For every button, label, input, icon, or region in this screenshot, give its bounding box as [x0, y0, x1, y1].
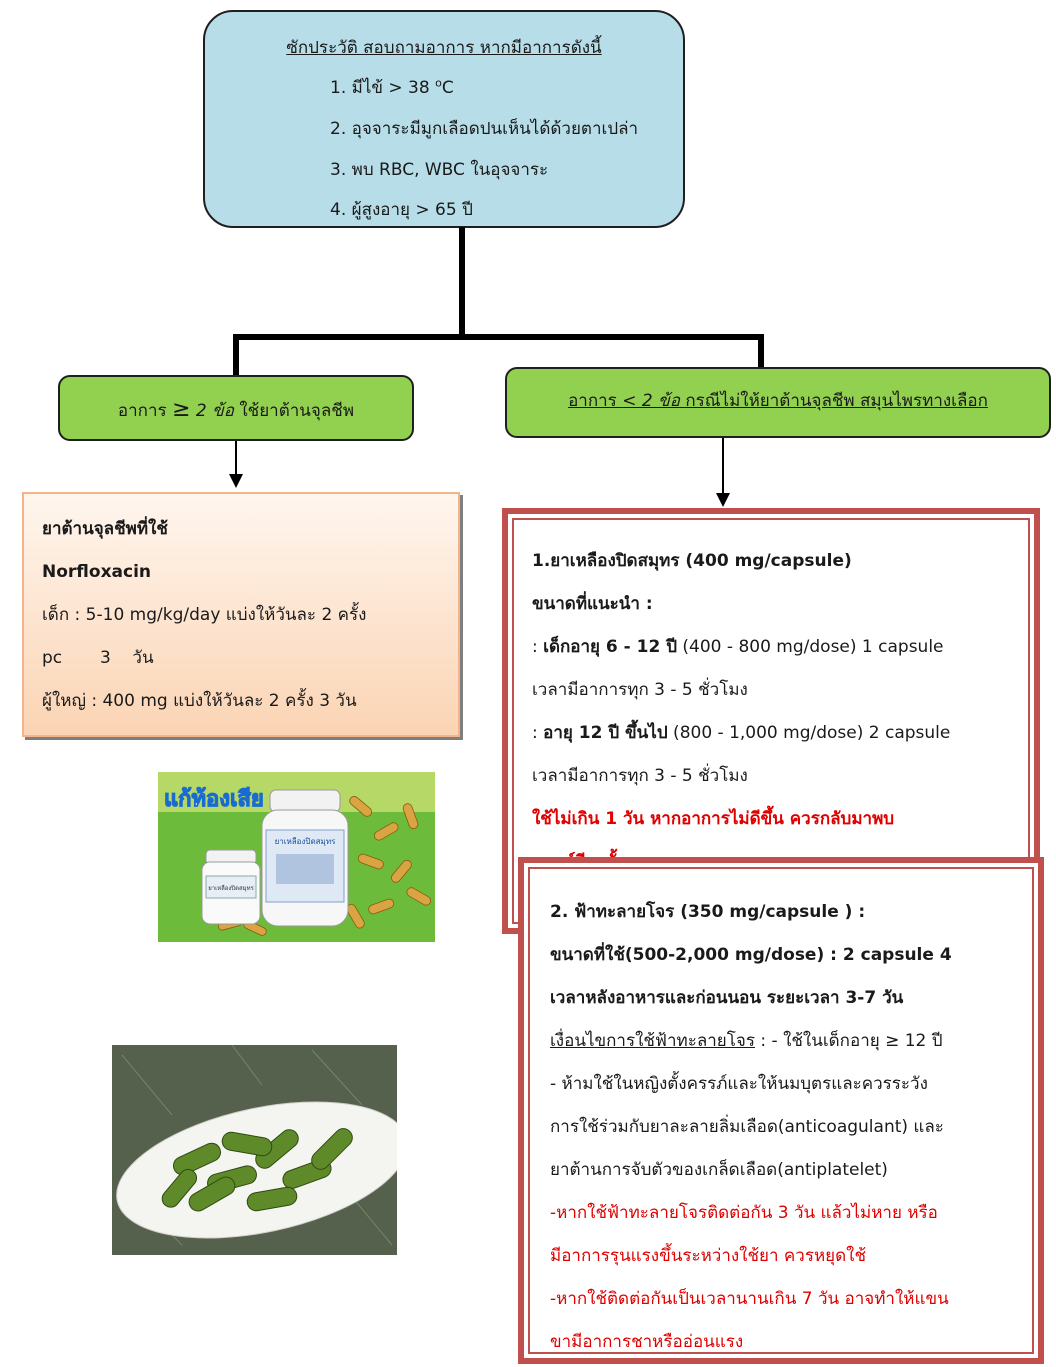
branch-antibiotic: อาการ ≥ 2 ข้อ ใช้ยาต้านจุลชีพ	[58, 375, 414, 441]
connector-left-drop	[233, 334, 239, 376]
connector-right-drop	[758, 334, 764, 370]
herb1-adult-interval: เวลามีอาการทุก 3 - 5 ชั่วโมง	[532, 766, 748, 786]
herb1-warning-line1: ใช้ไม่เกิน 1 วัน หากอาการไม่ดีขึ้น ควรกล…	[532, 809, 895, 829]
herb-box-andrographis: 2. ฟ้าทะลายโจร (350 mg/capsule ) : ขนาดท…	[518, 857, 1044, 1364]
branch-herbal: อาการ < 2 ข้อ กรณีไม่ให้ยาต้านจุลชีพ สมุ…	[505, 367, 1051, 438]
antibiotic-child-duration: pc 3 วัน	[42, 648, 154, 668]
branch-antibiotic-label: อาการ ≥ 2 ข้อ ใช้ยาต้านจุลชีพ	[117, 397, 355, 422]
antibiotic-box: ยาต้านจุลชีพที่ใช้ Norfloxacin เด็ก : 5-…	[22, 492, 460, 737]
small-bottle-label: ยาเหลืองปิดสมุทร	[208, 884, 254, 892]
criteria-title: ซักประวัติ สอบถามอาการ หากมีอาการดังนี้	[286, 38, 602, 58]
arrow-left-shaft	[235, 441, 237, 475]
symptom-criteria-box: ซักประวัติ สอบถามอาการ หากมีอาการดังนี้ …	[203, 10, 685, 228]
criteria-item-bloody-stool: 2. อุจจาระมีมูกเลือดปนเห็นได้ด้วยตาเปล่า	[330, 119, 639, 139]
herb2-line5: ยาต้านการจับตัวของเกล็ดเลือด(antiplatele…	[550, 1160, 888, 1180]
herb1-dose-label: ขนาดที่แนะนำ :	[532, 594, 653, 614]
antibiotic-child-dose: เด็ก : 5-10 mg/kg/day แบ่งให้วันละ 2 ครั…	[42, 605, 367, 625]
antibiotic-drug-name: Norfloxacin	[42, 562, 152, 582]
branch-herbal-label: อาการ < 2 ข้อ กรณีไม่ให้ยาต้านจุลชีพ สมุ…	[568, 391, 988, 411]
herb2-red-line1: -หากใช้ฟ้าทะลายโจรติดต่อกัน 3 วัน แล้วไม…	[550, 1203, 938, 1223]
antibiotic-adult-dose: ผู้ใหญ่ : 400 mg แบ่งให้วันละ 2 ครั้ง 3 …	[42, 691, 357, 711]
criteria-item-fever: 1. มีไข้ > 38 oC	[330, 76, 454, 98]
herb1-child-interval: เวลามีอาการทุก 3 - 5 ชั่วโมง	[532, 680, 748, 700]
andrographis-capsules-photo	[112, 1045, 397, 1255]
connector-trunk	[459, 227, 465, 337]
criteria-item-rbc-wbc: 3. พบ RBC, WBC ในอุจจาระ	[330, 160, 549, 180]
product-photo: แก้ท้องเสีย ยาเหลืองปิดสมุทร ยาเหลืองปิด…	[158, 772, 435, 942]
herb2-line3: - ห้ามใช้ในหญิงตั้งครรภ์และให้นมบุตรและค…	[550, 1074, 928, 1094]
capsules-photo-art	[112, 1045, 397, 1255]
herb2-red-line3: -หากใช้ติดต่อกันเป็นเวลานานเกิน 7 วัน อา…	[550, 1289, 949, 1309]
arrow-right-shaft	[722, 438, 724, 494]
criteria-item-elderly: 4. ผู้สูงอายุ > 65 ปี	[330, 200, 473, 220]
big-bottle-label: ยาเหลืองปิดสมุทร	[275, 837, 337, 846]
arrow-left-head	[229, 474, 243, 488]
connector-horizontal	[233, 334, 764, 340]
herb1-title: 1.ยาเหลืองปิดสมุทร (400 mg/capsule)	[532, 551, 852, 571]
herb2-red-line2: มีอาการรุนแรงขึ้นระหว่างใช้ยา ควรหยุดใช้	[550, 1246, 867, 1266]
herb2-line4: การใช้ร่วมกับยาละลายลิ่มเลือด(anticoagul…	[550, 1117, 944, 1137]
herb2-dose-line2: เวลาหลังอาหารและก่อนนอน ระยะเวลา 3-7 วัน	[550, 988, 904, 1008]
product-photo-art: แก้ท้องเสีย ยาเหลืองปิดสมุทร ยาเหลืองปิด…	[158, 772, 435, 942]
herb2-red-line4: ขามีอาการชาหรืออ่อนแรง	[550, 1332, 744, 1352]
antibiotic-heading: ยาต้านจุลชีพที่ใช้	[42, 519, 168, 539]
herb2-conditions: เงื่อนไขการใช้ฟ้าทะลายโจร : - ใช้ในเด็กอ…	[550, 1031, 943, 1051]
herb2-title: 2. ฟ้าทะลายโจร (350 mg/capsule ) :	[550, 902, 866, 922]
herb1-child-dose: : เด็กอายุ 6 - 12 ปี (400 - 800 mg/dose)…	[532, 637, 944, 657]
arrow-right-head	[716, 493, 730, 507]
herb2-dose-line1: ขนาดที่ใช้(500-2,000 mg/dose) : 2 capsul…	[550, 945, 952, 965]
herb1-adult-dose: : อายุ 12 ปี ขึ้นไป (800 - 1,000 mg/dose…	[532, 723, 951, 743]
product-banner-text: แก้ท้องเสีย	[164, 787, 264, 812]
